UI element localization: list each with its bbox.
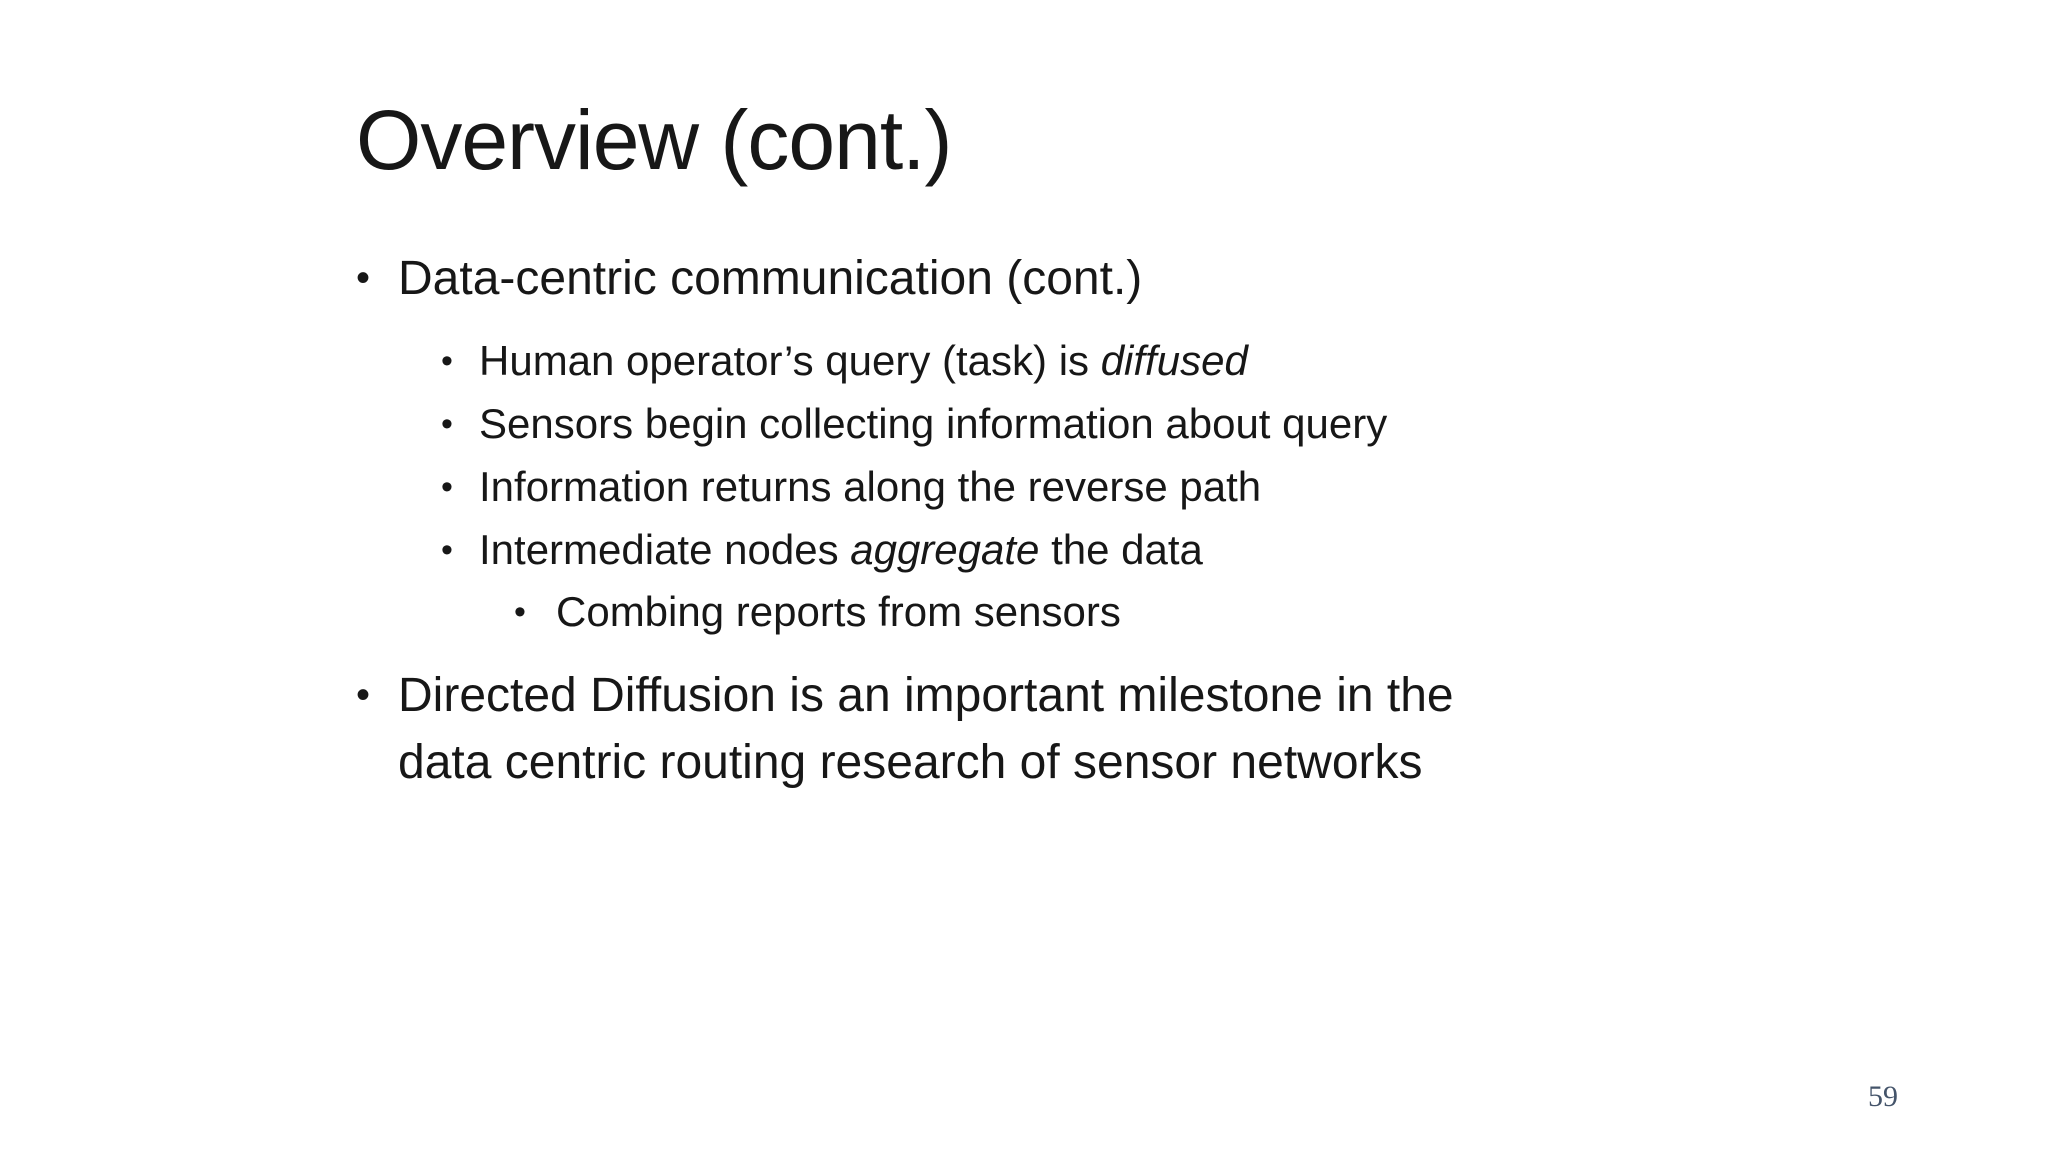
bullet-text: Data-centric communication (cont.) — [398, 252, 1143, 305]
bullet-item: • Combing reports from sensors — [514, 583, 1676, 642]
bullet-item: • Information returns along the reverse p… — [441, 458, 1676, 517]
bullet-text: Combing reports from sensors — [556, 588, 1121, 636]
bullet-item: • Human operator’s query (task) is diffus… — [441, 332, 1676, 391]
bullet-text: Sensors begin collecting information abo… — [479, 400, 1388, 447]
bullet-marker: • — [356, 256, 371, 300]
bullet-item: • Directed Diffusion is an important mile… — [356, 662, 1676, 796]
bullet-list: • Data-centric communication (cont.) • Huma… — [356, 225, 1676, 817]
bullet-marker: • — [441, 467, 453, 506]
bullet-text: Intermediate nodes aggregate the data — [479, 525, 1203, 573]
bullet-marker: • — [441, 405, 453, 443]
slide-title: Overview (cont.) — [356, 93, 952, 188]
bullet-text: Human operator’s query (task) is diffuse… — [479, 337, 1248, 385]
bullet-marker: • — [441, 530, 453, 569]
bullet-text: Information returns along the reverse pa… — [479, 462, 1262, 510]
page-number: 59 — [1868, 1080, 1898, 1113]
bullet-text: Directed Diffusion is an important miles… — [398, 669, 1454, 790]
bullet-marker: • — [441, 342, 453, 381]
bullet-marker: • — [356, 673, 371, 718]
bullet-marker: • — [514, 593, 526, 632]
bullet-item: • Data-centric communication (cont.) — [356, 245, 1676, 312]
bullet-item: • Intermediate nodes aggregate the data — [441, 521, 1676, 580]
bullet-item: • Sensors begin collecting information ab… — [441, 395, 1676, 454]
